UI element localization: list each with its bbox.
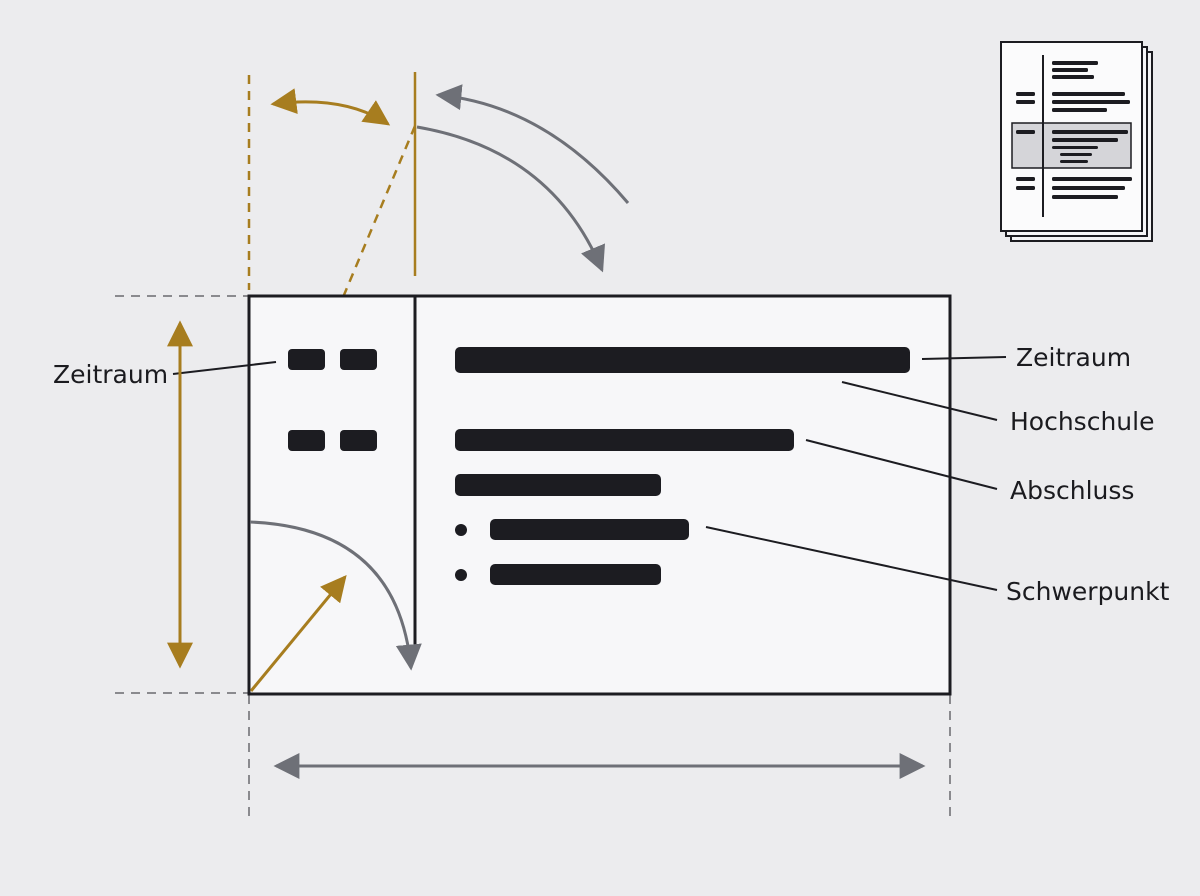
text-bar-short — [455, 474, 661, 496]
label-degree: Abschluss — [1010, 476, 1134, 505]
leader-institution — [841, 381, 998, 421]
document-stack-icon — [1000, 41, 1153, 242]
text-bar-focus — [490, 519, 689, 540]
text-bar-period — [455, 347, 910, 373]
label-institution: Hochschule — [1010, 407, 1154, 436]
diagonal-gold-arrow — [249, 574, 347, 692]
right-column-blocks — [455, 347, 910, 585]
curved-arrow-return — [435, 84, 630, 204]
leader-focus — [705, 526, 998, 591]
curved-arrow-inner-card — [249, 520, 422, 671]
period-block — [288, 349, 325, 370]
label-left-period: Zeitraum — [53, 360, 168, 389]
curved-arrow-top-to-card — [416, 125, 605, 273]
text-bar-bullet — [490, 564, 661, 585]
guide-lines — [115, 295, 951, 822]
label-focus: Schwerpunkt — [1006, 577, 1170, 606]
left-column-blocks — [288, 349, 377, 451]
bullet-dot — [455, 524, 467, 536]
leader-right-period — [921, 356, 1007, 360]
period-block — [340, 349, 377, 370]
text-bar-degree — [455, 429, 794, 451]
leader-lines — [172, 356, 1007, 591]
period-block — [340, 430, 377, 451]
period-block — [288, 430, 325, 451]
column-width-arc-arrow — [270, 88, 391, 126]
bullet-dot — [455, 569, 467, 581]
leader-degree — [805, 439, 998, 490]
label-right-period: Zeitraum — [1016, 343, 1131, 372]
